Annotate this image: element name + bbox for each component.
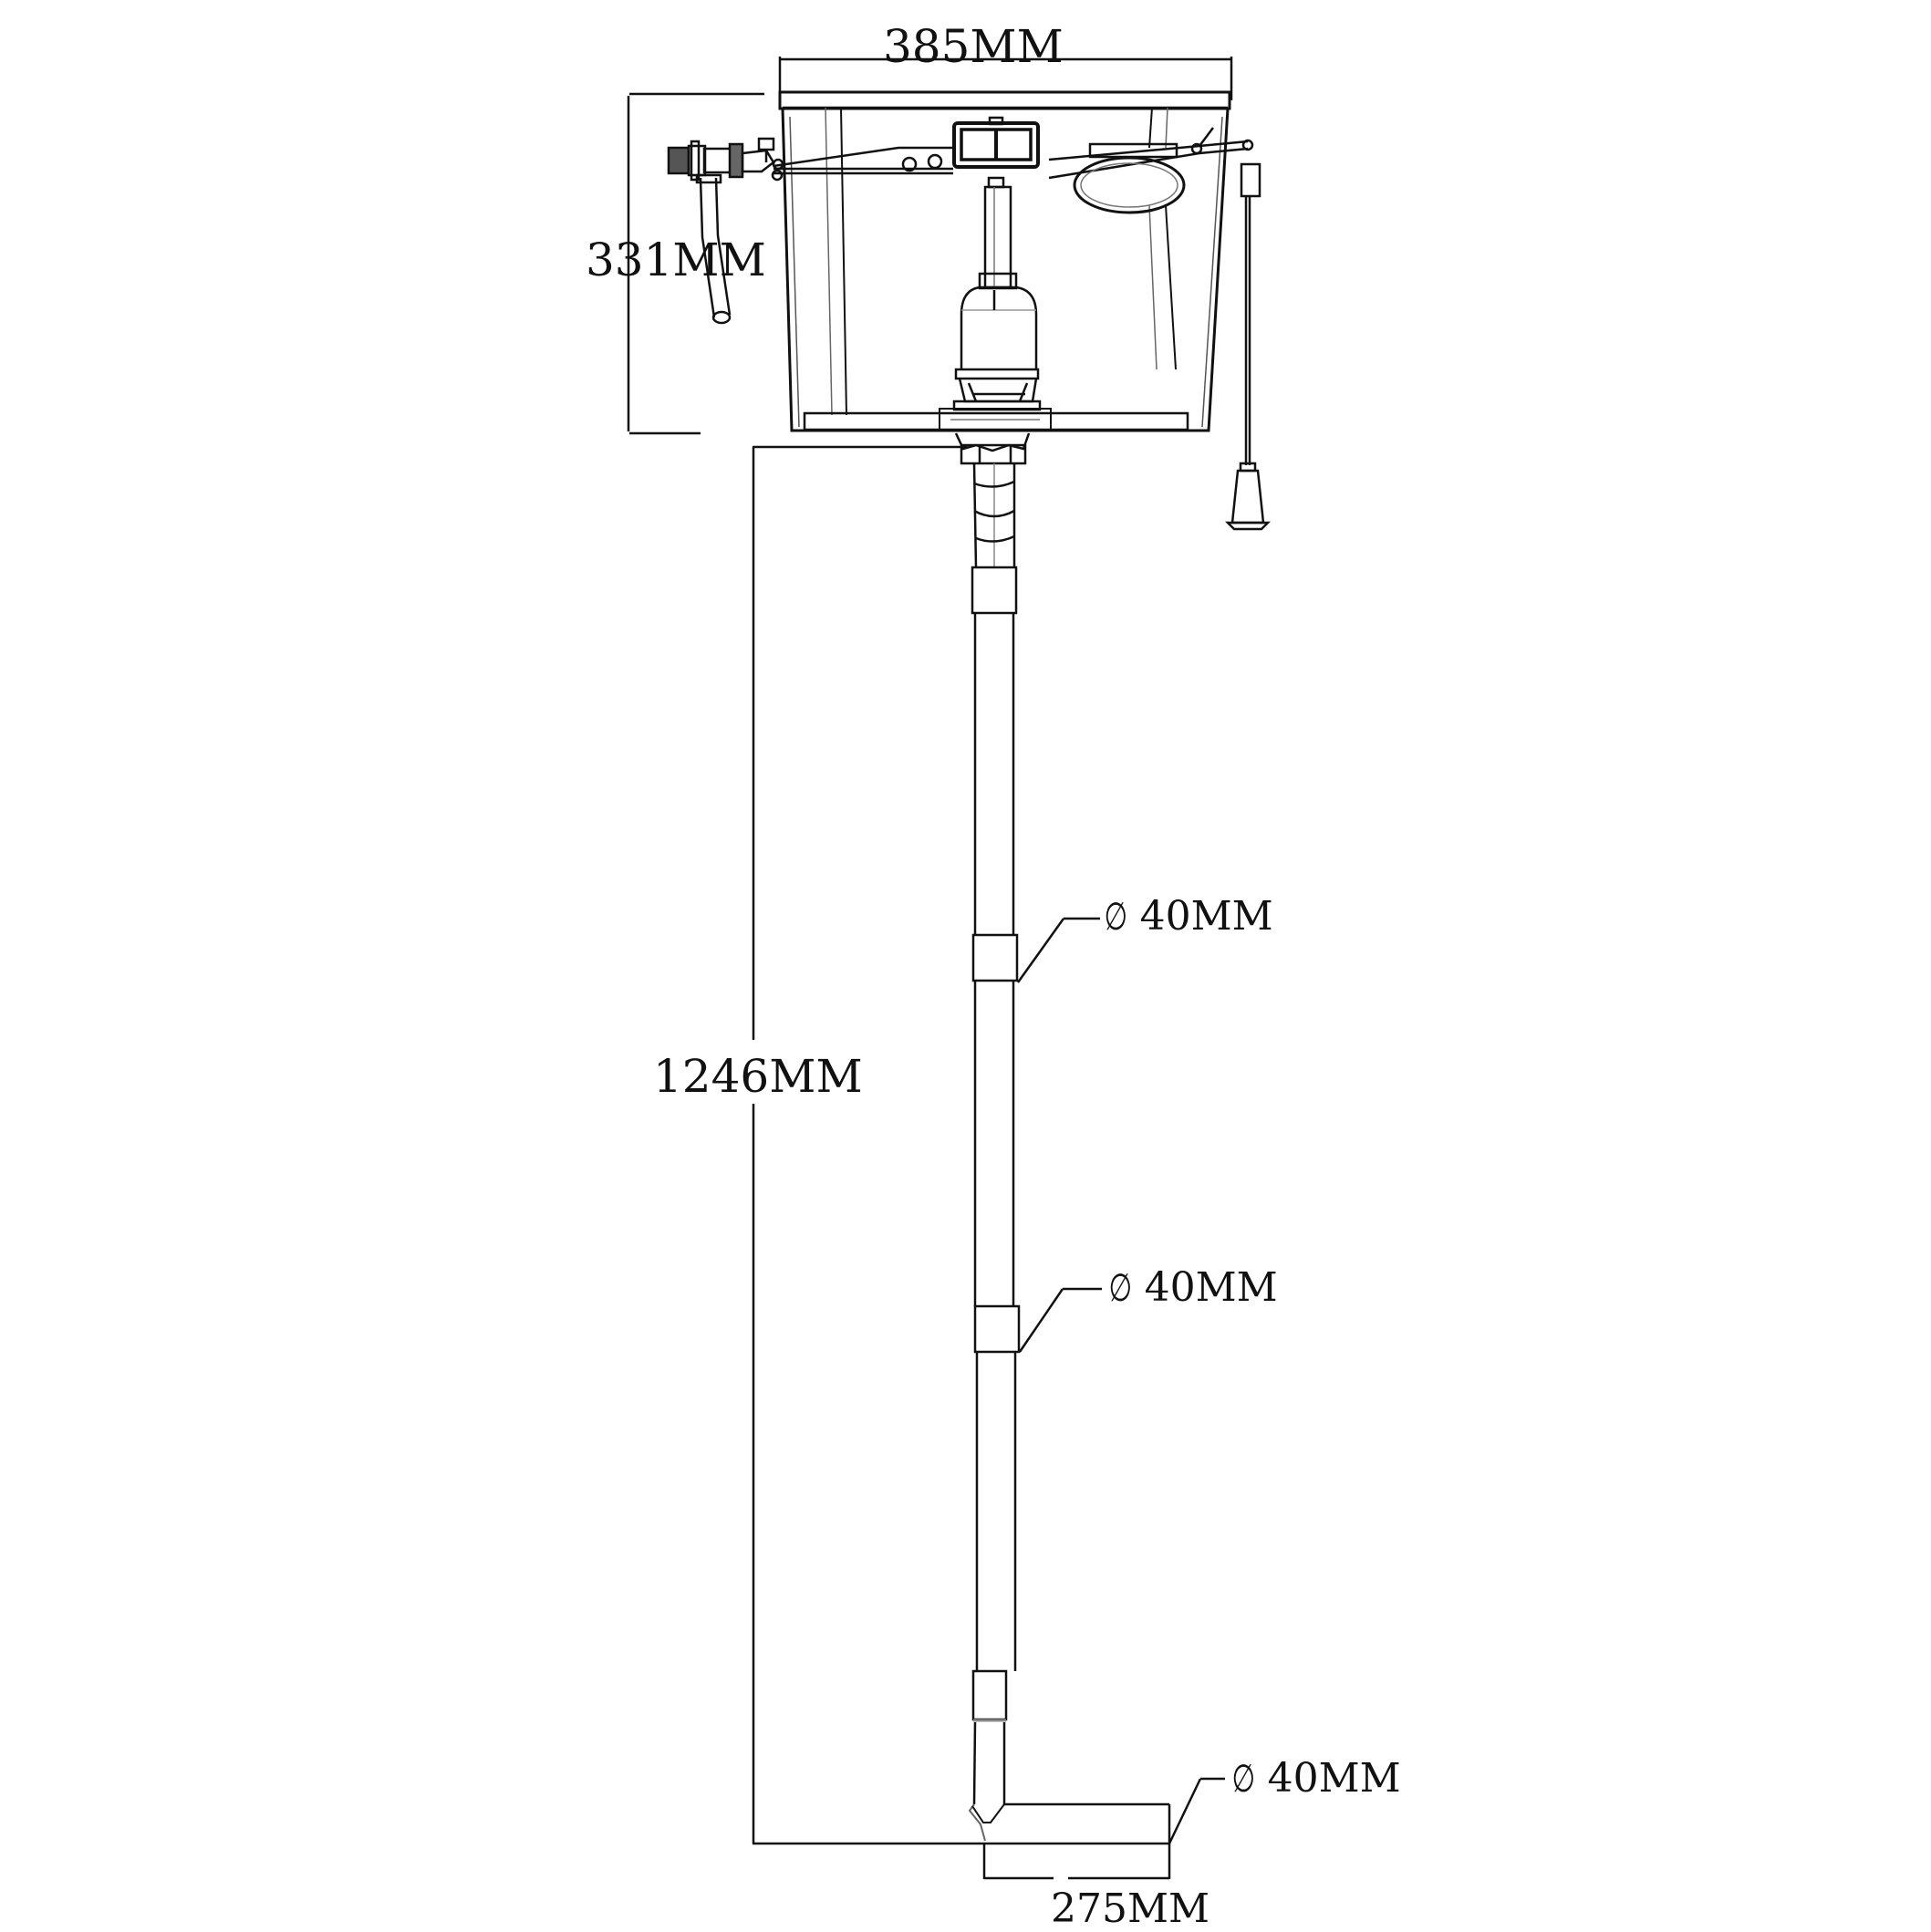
diameter-symbol-icon: ∅ [1108,1265,1133,1310]
pipe-diameter-callout-3: ∅40MM [1227,1756,1400,1801]
pipe-collar-1 [971,933,1019,982]
inlet-valve [667,137,775,325]
diameter-leader-3 [1168,1777,1225,1844]
cistern-tank [778,90,1231,432]
float-ball [1073,156,1186,214]
pipe-diameter-value-1: 40MM [1139,893,1273,940]
pipe-diameter-value-2: 40MM [1144,1264,1278,1311]
pipe-offset-dimension [982,1844,1171,1880]
pipe-height-label: 1246MM [653,1050,863,1103]
pipe-diameter-callout-2: ∅40MM [1104,1265,1277,1310]
flush-pipe [954,432,1171,1845]
cistern-height-label: 331MM [586,234,766,286]
flush-button-plate [952,116,1040,169]
pipe-height-dimension [752,445,985,1845]
pipe-diameter-callout-1: ∅40MM [1099,894,1272,939]
flush-lever-arm [771,127,1249,182]
diameter-symbol-icon: ∅ [1104,894,1128,939]
cistern-width-label: 385MM [883,20,1064,73]
pipe-collar-2 [973,1304,1021,1354]
pipe-diameter-value-3: 40MM [1267,1755,1401,1802]
height-dimension-line [627,92,764,435]
pipe-offset-label: 275MM [1051,1885,1210,1932]
siphon-valve [952,176,1042,411]
pull-chain [1240,139,1261,465]
diameter-leader-1 [1016,917,1100,983]
diameter-symbol-icon: ∅ [1231,1756,1256,1801]
pull-handle [1224,462,1272,531]
diameter-leader-2 [1018,1287,1102,1353]
